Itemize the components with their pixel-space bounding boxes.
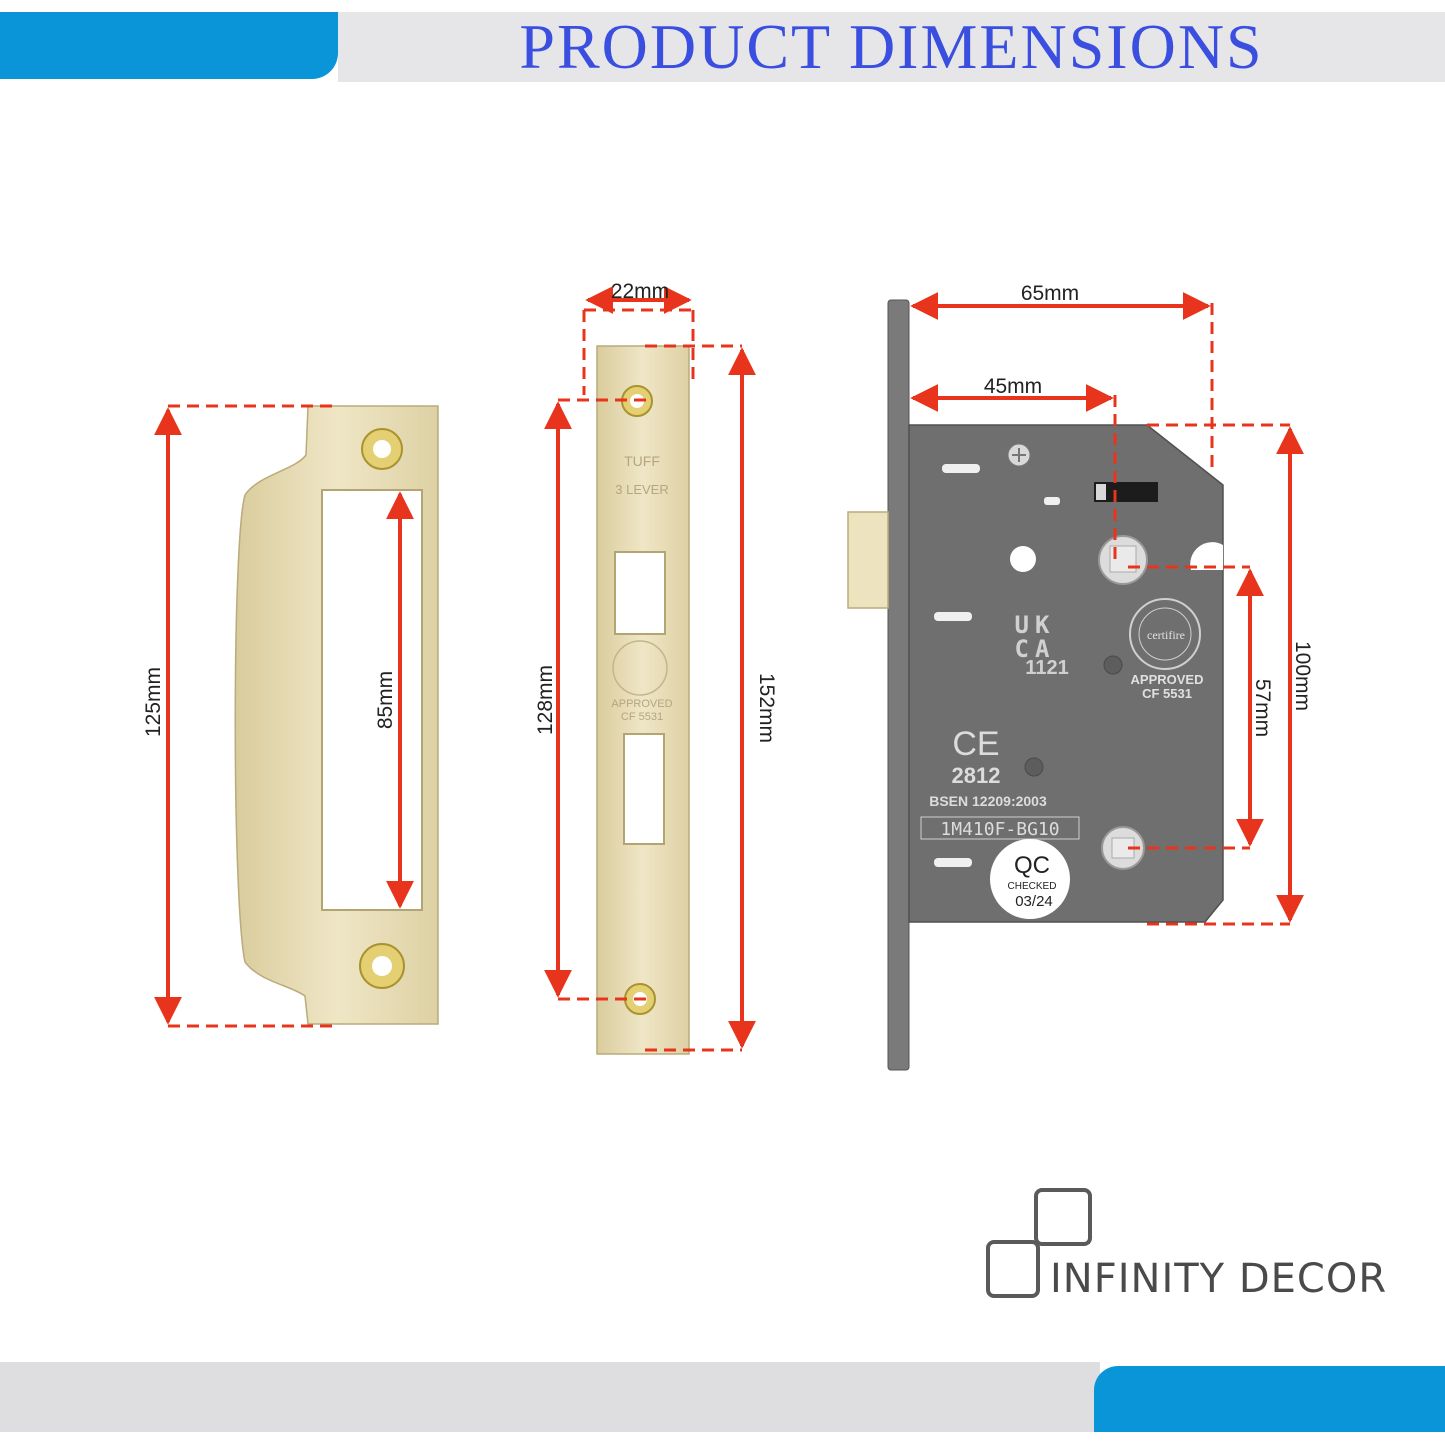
- certifire-approved: APPROVED: [1131, 672, 1204, 687]
- ce-mark: CE: [952, 725, 999, 763]
- forend-plate: TUFF 3 LEVER APPROVED CF 5531 22mm 128mm…: [534, 280, 778, 1055]
- centres-label: 57mm: [1251, 679, 1274, 737]
- backset-label: 45mm: [984, 375, 1042, 398]
- certifire-mark: certifire: [1147, 628, 1185, 642]
- standard-label: BSEN 12209:2003: [929, 793, 1047, 809]
- header-accent-bar: [0, 12, 338, 79]
- page-title-bar: PRODUCT DIMENSIONS: [338, 11, 1445, 82]
- footer-accent-bar: [1094, 1366, 1445, 1432]
- grade-code: 1M410F-BG10: [940, 819, 1059, 840]
- qc-date: 03/24: [1015, 893, 1053, 910]
- strike-plate: 125mm 85mm: [142, 404, 439, 1028]
- certifire-number: CF 5531: [1142, 686, 1192, 701]
- forend-stamp-line-1: TUFF: [624, 453, 660, 469]
- brand-logo-text: INFINITY DECOR: [1050, 1256, 1387, 1302]
- forend-stamp-line-2: 3 LEVER: [615, 482, 668, 497]
- forend-stamp-approved: APPROVED: [611, 698, 672, 710]
- strike-height-label: 125mm: [142, 667, 165, 737]
- forend-width-label: 22mm: [611, 280, 669, 303]
- ukca-mark-line-2: CA: [1015, 635, 1056, 663]
- case-width-label: 65mm: [1021, 282, 1079, 305]
- forend-stamp-cf: CF 5531: [621, 711, 663, 723]
- qc-title: QC: [1014, 852, 1050, 879]
- strike-slot-label: 85mm: [374, 671, 397, 729]
- lock-case: UK CA 1121 certifire APPROVED CF 5531 CE…: [847, 282, 1314, 1071]
- qc-checked: CHECKED: [1008, 881, 1057, 892]
- page-title: PRODUCT DIMENSIONS: [519, 11, 1264, 82]
- body-height-label: 100mm: [1291, 641, 1314, 711]
- ukca-number: 1121: [1025, 657, 1068, 679]
- ukca-mark-line-1: UK: [1015, 611, 1056, 639]
- footer-grey-bar: [0, 1362, 1100, 1432]
- forend-height-label: 152mm: [755, 673, 778, 743]
- forend-fixing-centres-label: 128mm: [534, 665, 557, 735]
- brand-logo: INFINITY DECOR: [986, 1188, 1387, 1302]
- ce-number: 2812: [952, 763, 1001, 788]
